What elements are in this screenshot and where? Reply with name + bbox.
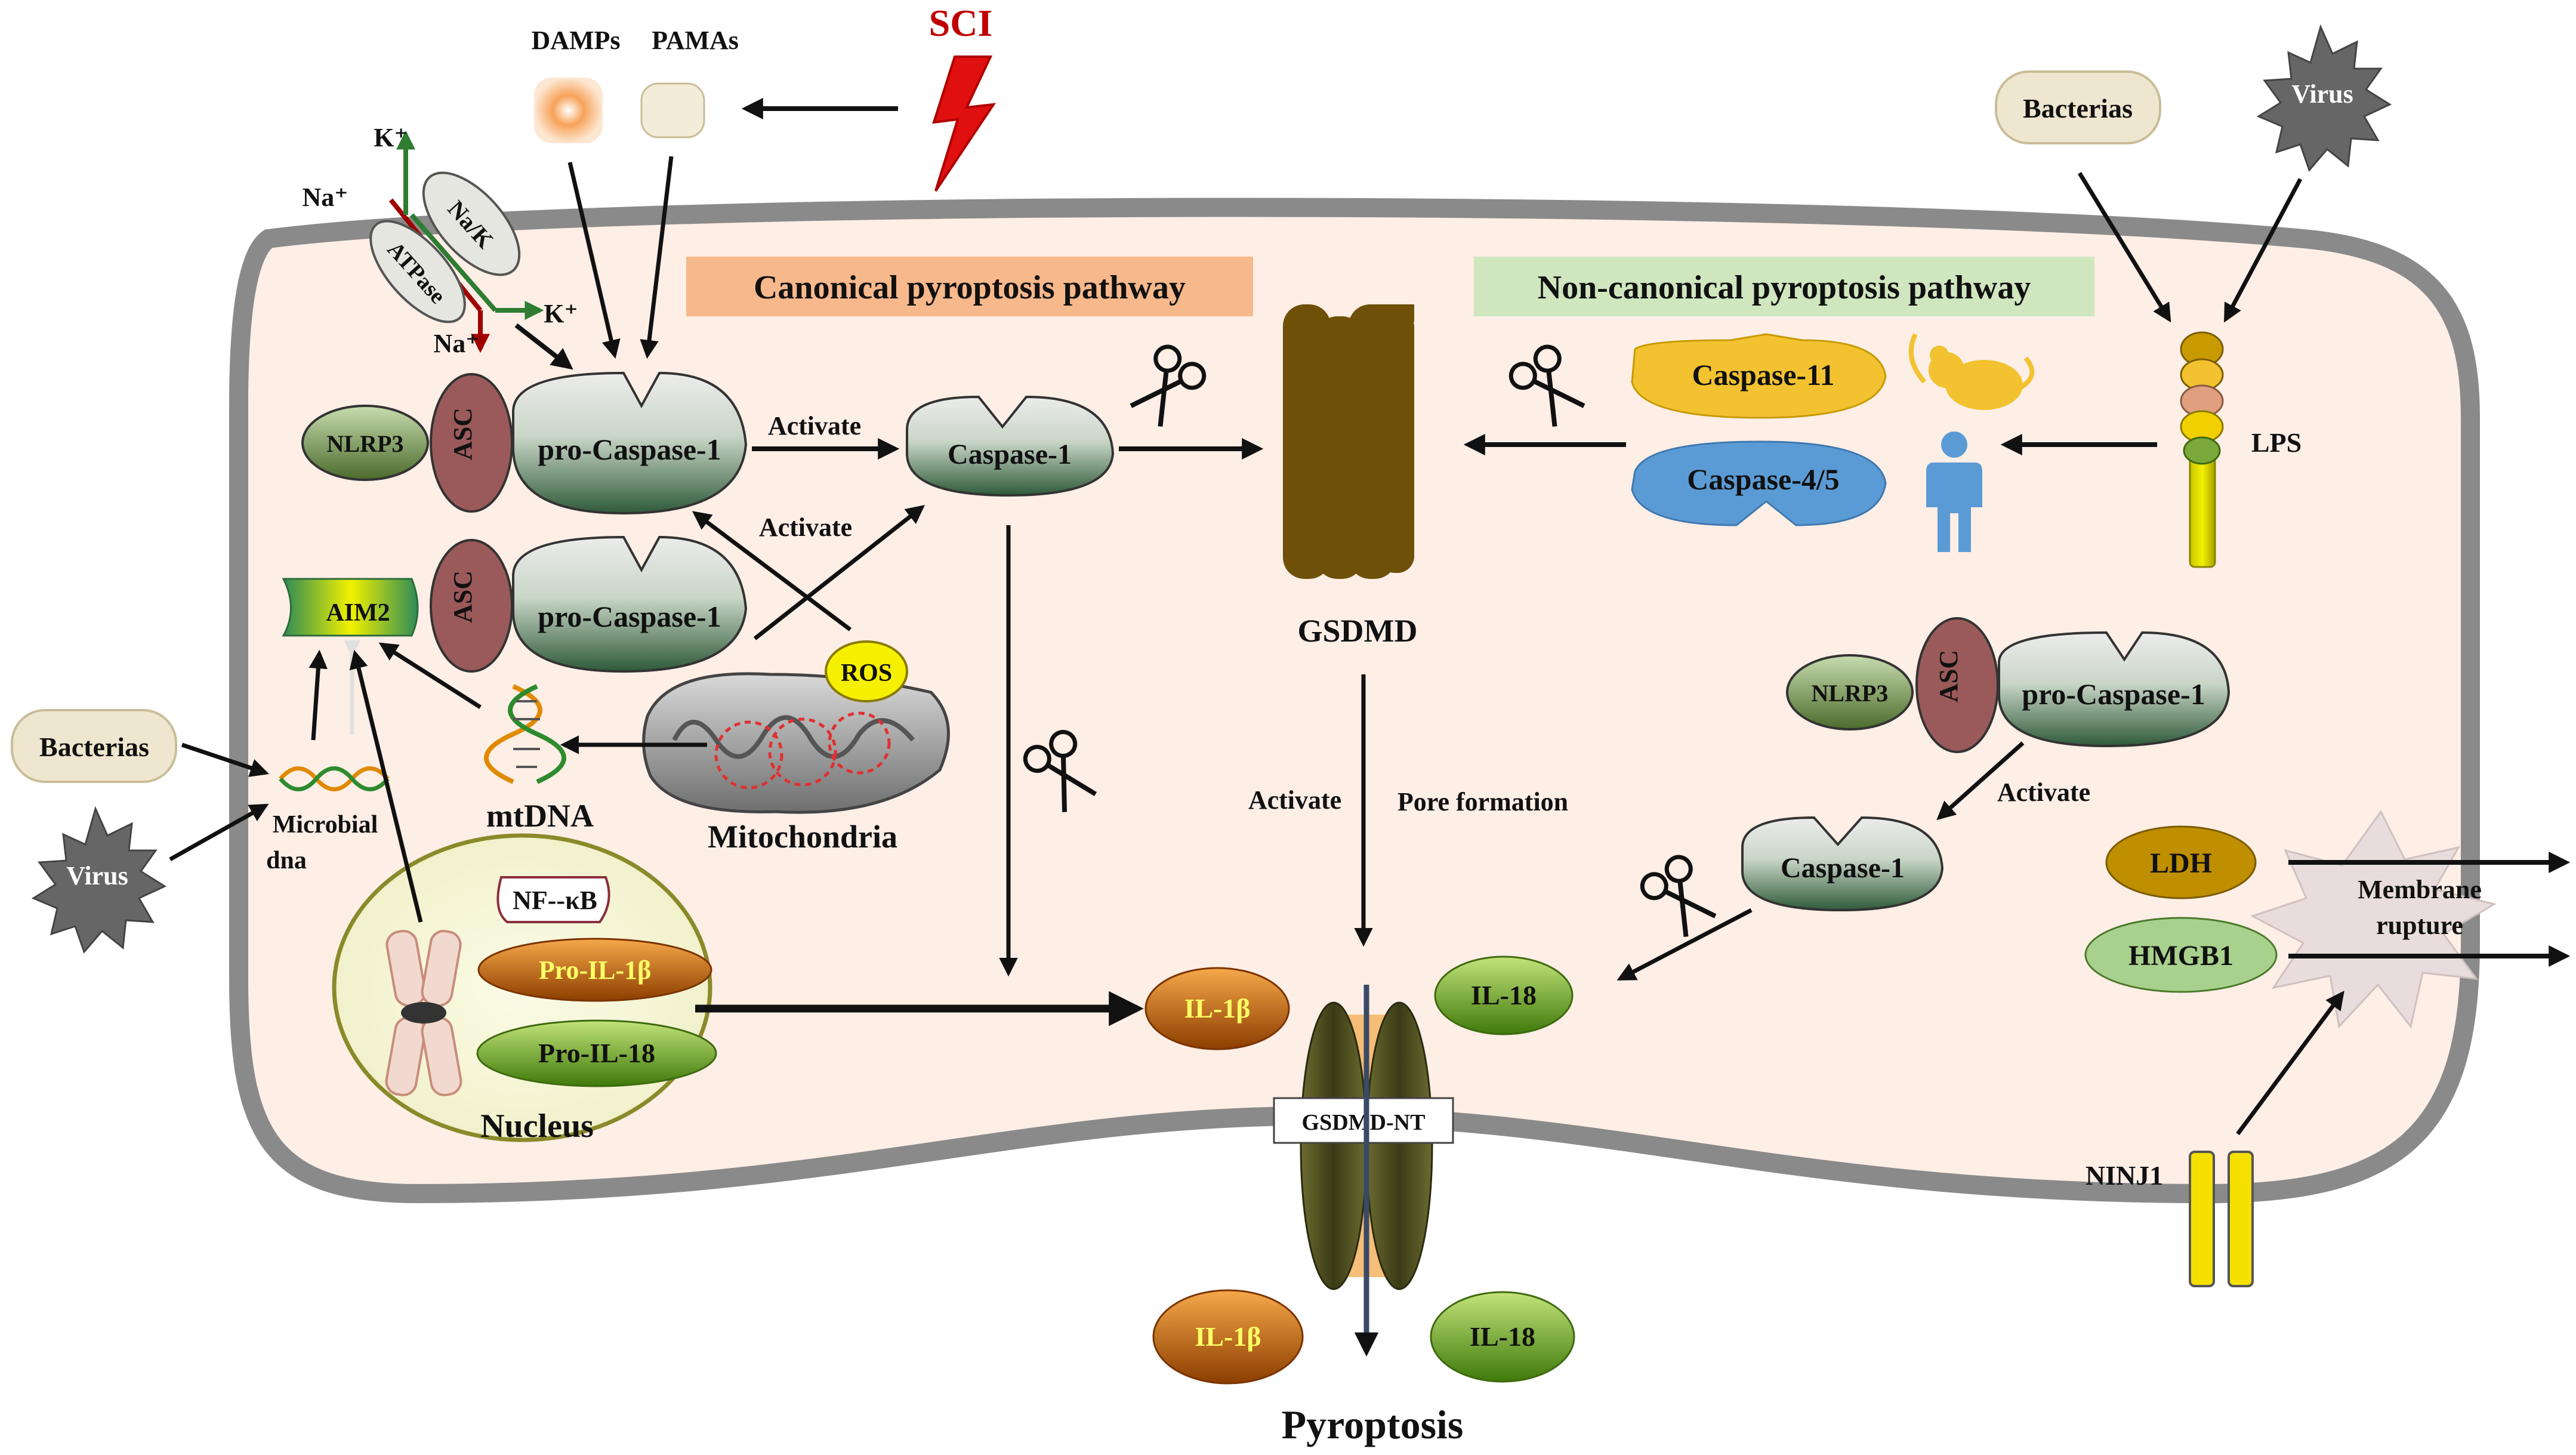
- dna-icon: [484, 684, 566, 784]
- pamas-particle: [640, 82, 705, 138]
- pore-formation-label: Pore formation: [1397, 787, 1568, 816]
- hmgb1-badge: HMGB1: [2084, 917, 2278, 993]
- mitochondria-icon: [642, 672, 950, 814]
- nucleus: NF--κB Pro-IL-1β Pro-IL-18 Nucleus: [332, 833, 717, 1145]
- starburst-icon: [2256, 24, 2392, 172]
- svg-text:NLRP3: NLRP3: [327, 430, 404, 457]
- svg-text:pro-Caspase-1: pro-Caspase-1: [538, 600, 721, 633]
- svg-text:Non-canonical pyroptosis pathw: Non-canonical pyroptosis pathway: [1538, 269, 2031, 306]
- ros-badge: ROS: [825, 640, 908, 702]
- activate-label-2: Activate: [759, 513, 852, 542]
- microbial-label: Microbial: [273, 811, 378, 839]
- svg-text:ASC: ASC: [1934, 650, 1963, 702]
- lightning-icon: [932, 56, 997, 192]
- aim2-inflammasome: AIM2 ASC pro-Caspase-1: [282, 535, 748, 673]
- pyroptosis-label: Pyroptosis: [1282, 1402, 1464, 1447]
- bacterias-top: Bacterias: [1995, 70, 2161, 144]
- rupture-label: rupture: [2376, 911, 2463, 940]
- mitochondria-label: Mitochondria: [708, 819, 897, 855]
- il18-outside: IL-18: [1430, 1291, 1575, 1383]
- microbial-dna-icon: [279, 766, 390, 791]
- gsdmd-protein: [1283, 304, 1414, 579]
- k-right: K⁺: [544, 299, 578, 328]
- gsdmd-activate-label: Activate: [1248, 785, 1341, 815]
- activate-label-right: Activate: [1997, 778, 2090, 807]
- damps-particle: [534, 78, 603, 143]
- virus-left: Virus: [31, 806, 167, 954]
- svg-text:ASC: ASC: [448, 571, 477, 623]
- svg-text:Caspase-1: Caspase-1: [948, 439, 1072, 470]
- caspase1-canonical: Caspase-1: [906, 395, 1115, 497]
- activate-label-1: Activate: [768, 411, 861, 440]
- ninj1-label: NINJ1: [2086, 1160, 2163, 1191]
- svg-text:Bacterias: Bacterias: [39, 732, 149, 762]
- damps-label: DAMPs: [531, 26, 620, 55]
- il1b-outside: IL-1β: [1152, 1289, 1304, 1385]
- svg-text:Caspase-4/5: Caspase-4/5: [1687, 463, 1840, 496]
- svg-text:ROS: ROS: [841, 659, 892, 687]
- caspase1-noncanonical: Caspase-1: [1741, 816, 1944, 912]
- svg-text:Bacterias: Bacterias: [2023, 93, 2133, 124]
- svg-text:IL-1β: IL-1β: [1184, 993, 1250, 1024]
- caspase11: Caspase-11: [1631, 333, 1887, 419]
- sci-trigger: SCI: [929, 2, 997, 192]
- mtdna-label: mtDNA: [486, 798, 594, 834]
- svg-text:Caspase-11: Caspase-11: [1692, 358, 1835, 392]
- starburst-icon: [31, 806, 167, 954]
- gsdmd-nt-label: GSDMD-NT: [1302, 1110, 1426, 1135]
- pro-il1b-label: Pro-IL-1β: [539, 955, 652, 985]
- svg-text:Virus: Virus: [66, 861, 128, 890]
- svg-text:Canonical pyroptosis pathway: Canonical pyroptosis pathway: [754, 269, 1186, 306]
- svg-text:IL-1β: IL-1β: [1195, 1321, 1261, 1352]
- lps-label: LPS: [2251, 427, 2302, 458]
- scissors-icon: [1130, 344, 1207, 427]
- il18-inside: IL-18: [1434, 955, 1574, 1035]
- cell-membrane: [229, 198, 2480, 1204]
- svg-text:IL-18: IL-18: [1470, 1321, 1535, 1352]
- scissors-icon: [1640, 855, 1717, 937]
- svg-text:AIM2: AIM2: [326, 599, 390, 627]
- chromosome-icon: [385, 930, 462, 1096]
- pamas-label: PAMAs: [652, 26, 739, 55]
- membrane-rupture-starburst: [2250, 810, 2497, 1029]
- nucleus-label: Nucleus: [480, 1108, 594, 1145]
- human-icon: [1926, 431, 1982, 552]
- dna-label: dna: [266, 847, 307, 874]
- svg-text:LDH: LDH: [2150, 847, 2212, 879]
- nfkb-label: NF--κB: [513, 886, 597, 915]
- noncanonical-pathway-box: Non-canonical pyroptosis pathway: [1474, 257, 2094, 316]
- membrane-label: Membrane: [2358, 875, 2482, 904]
- canonical-pathway-box: Canonical pyroptosis pathway: [686, 257, 1253, 316]
- svg-text:ASC: ASC: [448, 408, 477, 460]
- bacterias-left: Bacterias: [11, 709, 177, 783]
- svg-text:IL-18: IL-18: [1471, 980, 1537, 1010]
- caspase45: Caspase-4/5: [1631, 440, 1887, 526]
- k-top: K⁺: [374, 123, 408, 152]
- pro-il18-label: Pro-IL-18: [538, 1038, 655, 1068]
- svg-text:Virus: Virus: [2291, 79, 2353, 109]
- nlrp3-inflammasome: NLRP3 ASC pro-Caspase-1: [301, 371, 748, 515]
- na-bottom: Na⁺: [434, 329, 480, 358]
- il1b-inside: IL-1β: [1144, 967, 1290, 1050]
- scissors-icon: [1023, 730, 1097, 812]
- svg-text:Caspase-1: Caspase-1: [1781, 852, 1905, 884]
- sci-label: SCI: [929, 2, 993, 44]
- virus-top: Virus: [2256, 24, 2392, 172]
- gsdmd-label: GSDMD: [1298, 613, 1418, 649]
- svg-text:pro-Caspase-1: pro-Caspase-1: [538, 433, 721, 466]
- svg-text:HMGB1: HMGB1: [2128, 940, 2233, 972]
- scissors-icon: [1508, 344, 1585, 427]
- ninj1-channel: [2189, 1151, 2254, 1287]
- gsdmd-nt-pore: GSDMD-NT: [1273, 1001, 1454, 1290]
- svg-text:pro-Caspase-1: pro-Caspase-1: [2022, 677, 2205, 711]
- na-left: Na⁺: [303, 183, 348, 212]
- nlrp3-inflammasome-right: NLRP3 ASC pro-Caspase-1: [1786, 617, 2231, 753]
- ldh-badge: LDH: [2105, 825, 2257, 899]
- mouse-icon: [1908, 333, 2035, 410]
- svg-text:NLRP3: NLRP3: [1812, 680, 1889, 707]
- na-k-atpase: Na/K ATPase K⁺ Na⁺ K⁺ Na⁺: [303, 123, 578, 358]
- lps-icon: [2180, 331, 2224, 568]
